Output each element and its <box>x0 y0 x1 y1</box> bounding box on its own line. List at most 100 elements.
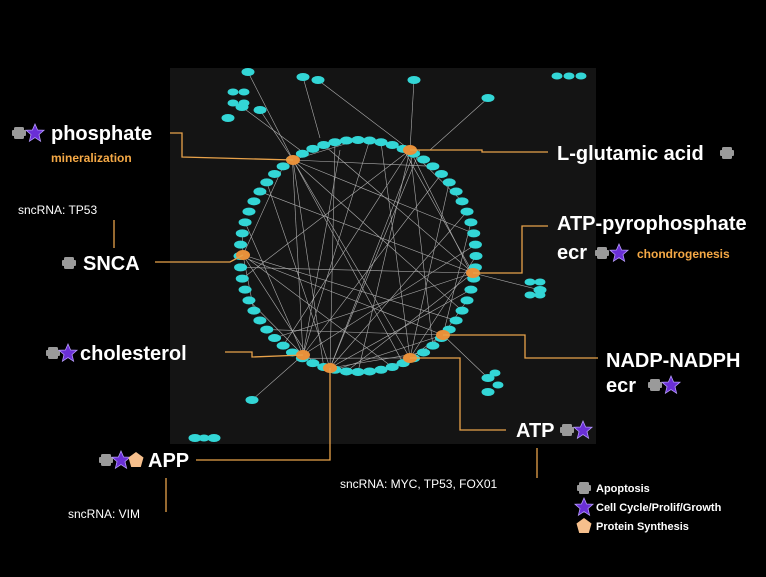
network-node <box>563 72 575 80</box>
label-sncrna-myc: sncRNA: MYC, TP53, FOX01 <box>340 477 497 491</box>
network-node <box>426 162 440 171</box>
network-edge <box>380 142 411 359</box>
network-edge <box>242 166 284 256</box>
network-edge <box>282 149 411 346</box>
apoptosis-icon <box>62 257 76 269</box>
network-node <box>524 278 536 286</box>
leader-line <box>225 351 304 358</box>
network-node <box>268 334 282 343</box>
leader-line <box>155 254 244 263</box>
network-node <box>247 197 261 206</box>
annotation-glutamic: L-glutamic acid <box>557 143 734 165</box>
network-node <box>242 296 256 305</box>
network-node <box>464 285 478 294</box>
network-node <box>534 291 546 299</box>
legend-cell-cycle: Cell Cycle/Prolif/Growth <box>596 502 722 514</box>
network-edge <box>244 222 304 356</box>
network-edge <box>302 140 370 356</box>
network-node <box>276 162 290 171</box>
network-node <box>374 365 388 374</box>
apoptosis-icon <box>99 454 113 466</box>
network-edge <box>317 79 411 151</box>
apoptosis-icon <box>595 247 609 259</box>
network-node <box>407 76 421 84</box>
network-node <box>460 207 474 216</box>
network-node <box>253 316 267 325</box>
network-edge <box>251 354 304 401</box>
network-node <box>306 359 320 368</box>
network-edge <box>402 148 474 274</box>
network-node <box>238 218 252 227</box>
network-node <box>385 140 399 149</box>
network-edge <box>329 153 414 369</box>
network-node <box>374 138 388 147</box>
network-edge <box>329 289 472 369</box>
network-edge <box>274 272 474 339</box>
label-atp: ATP <box>516 420 555 442</box>
network-node <box>207 434 221 442</box>
network-edge <box>247 71 294 161</box>
apoptosis-icon <box>12 127 26 139</box>
annotation-cholesterol: cholesterol <box>46 343 187 365</box>
network-node <box>311 76 325 84</box>
leader-lines <box>113 132 598 512</box>
network-node <box>363 367 377 376</box>
network-edge <box>302 76 321 139</box>
network-node <box>575 72 587 80</box>
annotation-snca: SNCA <box>62 253 140 275</box>
network-node <box>295 149 309 158</box>
legend-apoptosis: Apoptosis <box>596 483 650 495</box>
network-node <box>464 218 478 227</box>
network-edge <box>357 149 411 373</box>
network-node <box>468 240 482 249</box>
network-node <box>524 291 536 299</box>
cell-cycle-star-icon <box>574 497 594 516</box>
label-sncrna-vim: sncRNA: VIM <box>68 507 140 521</box>
network-node <box>339 136 353 145</box>
legend-protein-synthesis: Protein Synthesis <box>596 521 689 533</box>
leader-line <box>196 368 331 461</box>
network-node <box>551 72 563 80</box>
network-edge <box>409 255 477 359</box>
leader-line <box>410 357 506 431</box>
network-node <box>235 229 249 238</box>
cell-cycle-star-icon <box>58 343 78 362</box>
network-edge <box>334 334 444 371</box>
network-node <box>227 88 239 96</box>
network-edge <box>329 149 421 369</box>
network-edge <box>292 159 411 359</box>
network-node <box>260 178 274 187</box>
network-node <box>417 348 431 357</box>
network-edge <box>409 79 415 151</box>
network-node <box>253 187 267 196</box>
network-node <box>188 434 202 442</box>
network-edge <box>442 222 472 336</box>
network-node <box>455 197 469 206</box>
label-atp-pyrophosphate-ecr: ecr <box>557 242 587 264</box>
annotation-phosphate: phosphate mineralization <box>12 123 152 165</box>
label-nadp-nadph: NADP-NADPH <box>606 350 740 372</box>
network-node <box>221 114 235 122</box>
network-node <box>241 68 255 76</box>
network-edge <box>329 211 468 369</box>
network-node <box>276 341 290 350</box>
cell-cycle-star-icon <box>661 375 681 394</box>
network-edge <box>302 149 341 356</box>
label-app: APP <box>148 450 189 472</box>
network-node <box>238 285 252 294</box>
network-edge <box>429 97 489 151</box>
network-edge <box>292 159 433 167</box>
network-node <box>533 286 547 294</box>
network-node <box>426 341 440 350</box>
label-phosphate: phosphate <box>51 123 152 145</box>
network-node <box>260 325 274 334</box>
leader-line <box>170 132 294 161</box>
network-node <box>234 240 248 249</box>
network-edge <box>409 182 450 359</box>
network-edge <box>442 334 489 379</box>
label-chondrogenesis: chondrogenesis <box>637 247 730 261</box>
network-node <box>385 363 399 372</box>
network-edge <box>266 329 444 336</box>
network-edge <box>239 255 444 336</box>
